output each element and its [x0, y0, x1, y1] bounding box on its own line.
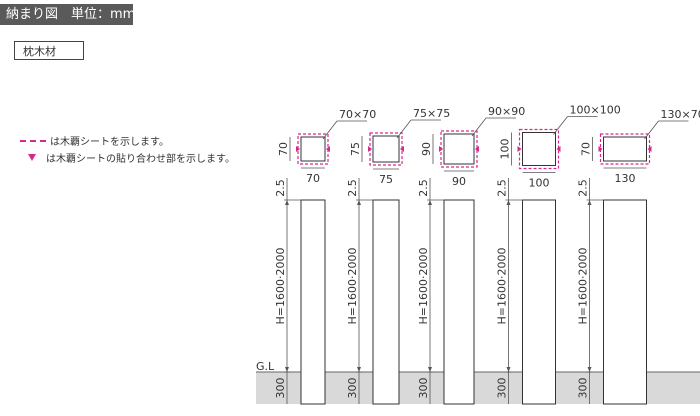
- section-width-label: 75: [379, 173, 393, 186]
- seam-marker-right: [400, 146, 404, 152]
- legend-dashed-text: は木覇シートを示します。: [50, 137, 169, 148]
- section-width-label: 90: [452, 175, 466, 188]
- height-label: H=1600·2000: [346, 248, 359, 325]
- height-label: H=1600·2000: [274, 248, 287, 325]
- post-size-label: 90×90: [488, 105, 525, 118]
- embed-depth-label: 300: [417, 378, 430, 399]
- arrow-head: [428, 200, 432, 205]
- post-section: [522, 132, 556, 166]
- height-label: H=1600·2000: [417, 248, 430, 325]
- leader-line: [471, 117, 487, 137]
- seam-marker-right: [326, 146, 330, 152]
- arrow-head: [587, 367, 592, 372]
- seam-marker-left: [439, 146, 443, 152]
- seam-marker-left: [598, 146, 603, 152]
- post-size-label: 75×75: [413, 107, 450, 120]
- seam-marker-left: [517, 146, 522, 152]
- legend-triangle-text: は木覇シートの貼り合わせ部を示します。: [46, 154, 235, 165]
- section-width-label: 70: [306, 172, 320, 185]
- seam-marker-right: [556, 146, 561, 152]
- material-label: 枕木材: [14, 41, 84, 60]
- arrow-head: [506, 367, 511, 372]
- section-width-label: 100: [529, 177, 550, 190]
- section-depth-label: 70: [580, 142, 593, 156]
- leader-line: [553, 116, 568, 135]
- leader-line: [396, 119, 412, 139]
- top-clearance-label: 2.5: [346, 179, 359, 197]
- seam-marker-right: [647, 146, 652, 152]
- embed-depth-label: 300: [577, 378, 590, 399]
- seam-marker-right: [475, 146, 479, 152]
- top-clearance-label: 2.5: [577, 179, 590, 197]
- arrow-head: [357, 200, 361, 205]
- post-size-label: 70×70: [339, 108, 376, 121]
- post-section: [300, 136, 326, 162]
- legend-triangle: は木覇シートの貼り合わせ部を示します。: [20, 150, 235, 165]
- arrow-head: [285, 200, 289, 205]
- arrow-head: [285, 367, 289, 372]
- seam-marker-left: [296, 146, 300, 152]
- post-section: [443, 133, 475, 165]
- post-elevation: [603, 199, 647, 405]
- post-elevation: [372, 199, 400, 405]
- legend-dashed: は木覇シートを示します。: [20, 133, 169, 148]
- arrow-head: [506, 200, 511, 205]
- seam-marker-left: [368, 146, 372, 152]
- dashed-line-icon: [20, 139, 46, 142]
- post-elevation: [300, 199, 326, 405]
- height-label: H=1600·2000: [496, 248, 509, 325]
- section-depth-label: 100: [499, 139, 512, 160]
- section-depth-label: 75: [349, 142, 362, 156]
- post-elevation: [443, 199, 475, 405]
- leader-line: [322, 120, 338, 140]
- page-title: 納まり図 単位：mm: [0, 4, 135, 25]
- embed-depth-label: 300: [274, 378, 287, 399]
- post-elevation: [522, 199, 556, 405]
- embed-depth-label: 300: [346, 378, 359, 399]
- top-clearance-label: 2.5: [274, 179, 287, 197]
- leader-line: [644, 120, 659, 140]
- top-clearance-label: 2.5: [496, 179, 509, 197]
- section-width-label: 130: [615, 172, 636, 185]
- arrow-head: [587, 200, 592, 205]
- post-size-label: 130×70: [661, 108, 700, 121]
- triangle-marker-icon: [28, 154, 36, 161]
- arrow-head: [428, 367, 432, 372]
- height-label: H=1600·2000: [577, 248, 590, 325]
- embed-depth-label: 300: [496, 378, 509, 399]
- arrow-head: [357, 367, 361, 372]
- post-section: [372, 135, 400, 163]
- post-size-label: 100×100: [570, 104, 621, 117]
- top-clearance-label: 2.5: [417, 179, 430, 197]
- ground-label: G.L: [256, 360, 275, 373]
- post-section: [603, 136, 647, 162]
- section-depth-label: 70: [277, 142, 290, 156]
- section-depth-label: 90: [420, 142, 433, 156]
